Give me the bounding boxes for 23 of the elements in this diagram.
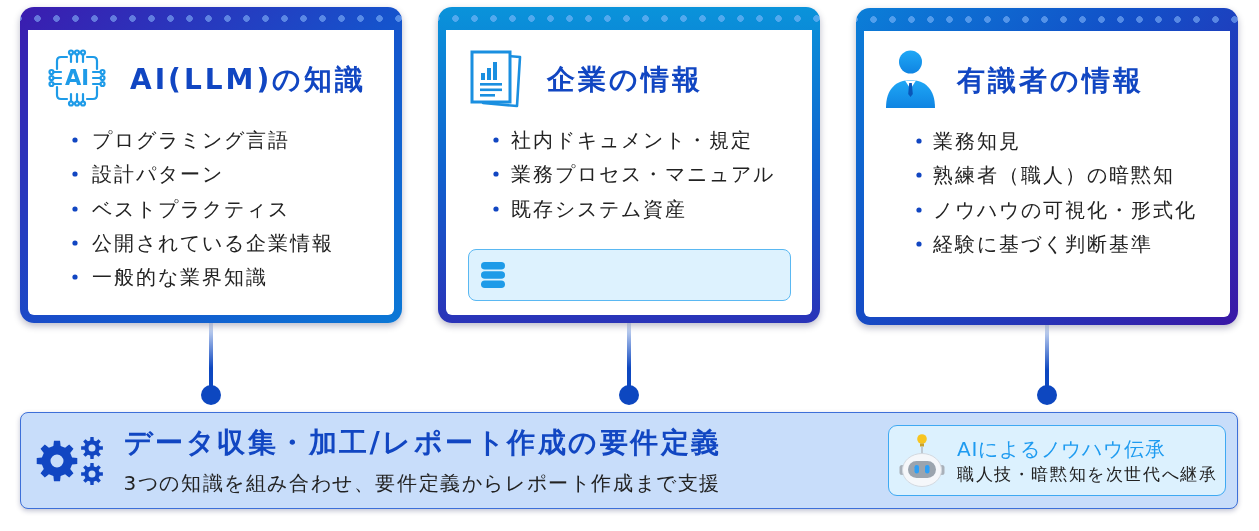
note-title: AIによるノウハウ伝承 [957,435,1166,462]
note-box [887,425,1226,496]
summary-box [20,412,1238,509]
list-item: 公開されている企業情報 [92,229,334,257]
card-heading: 有識者の情報 [957,63,1144,99]
list-item: ノウハウの可視化・形式化 [933,196,1197,224]
list-item: 熟練者（職人）の暗黙知 [933,162,1175,190]
card-heading: 企業の情報 [547,62,703,98]
list-item: 経験に基づく判断基準 [933,230,1153,258]
tag-box [468,249,791,301]
list-item: 既存システム資産 [511,195,687,223]
chip-label: AI [64,66,90,90]
note-text: 職人技・暗黙知を次世代へ継承 [957,462,1218,486]
list-item: 業務プロセス・マニュアル [511,161,775,189]
list-item: プログラミング言語 [92,127,290,154]
card-heading: AI(LLM)の知識 [130,62,367,98]
box-subtitle: 3つの知識を組み合わせ、要件定義からレポート作成まで支援 [123,469,722,497]
list-item: 一般的な業界知識 [92,264,268,292]
list-item: 社内ドキュメント・規定 [511,127,753,154]
list-item: 業務知見 [933,128,1021,155]
list-item: ベストプラクティス [92,195,290,223]
list-item: 設計パターン [92,161,224,189]
box-title: データ収集・加工/レポート作成の要件定義 [123,424,722,461]
